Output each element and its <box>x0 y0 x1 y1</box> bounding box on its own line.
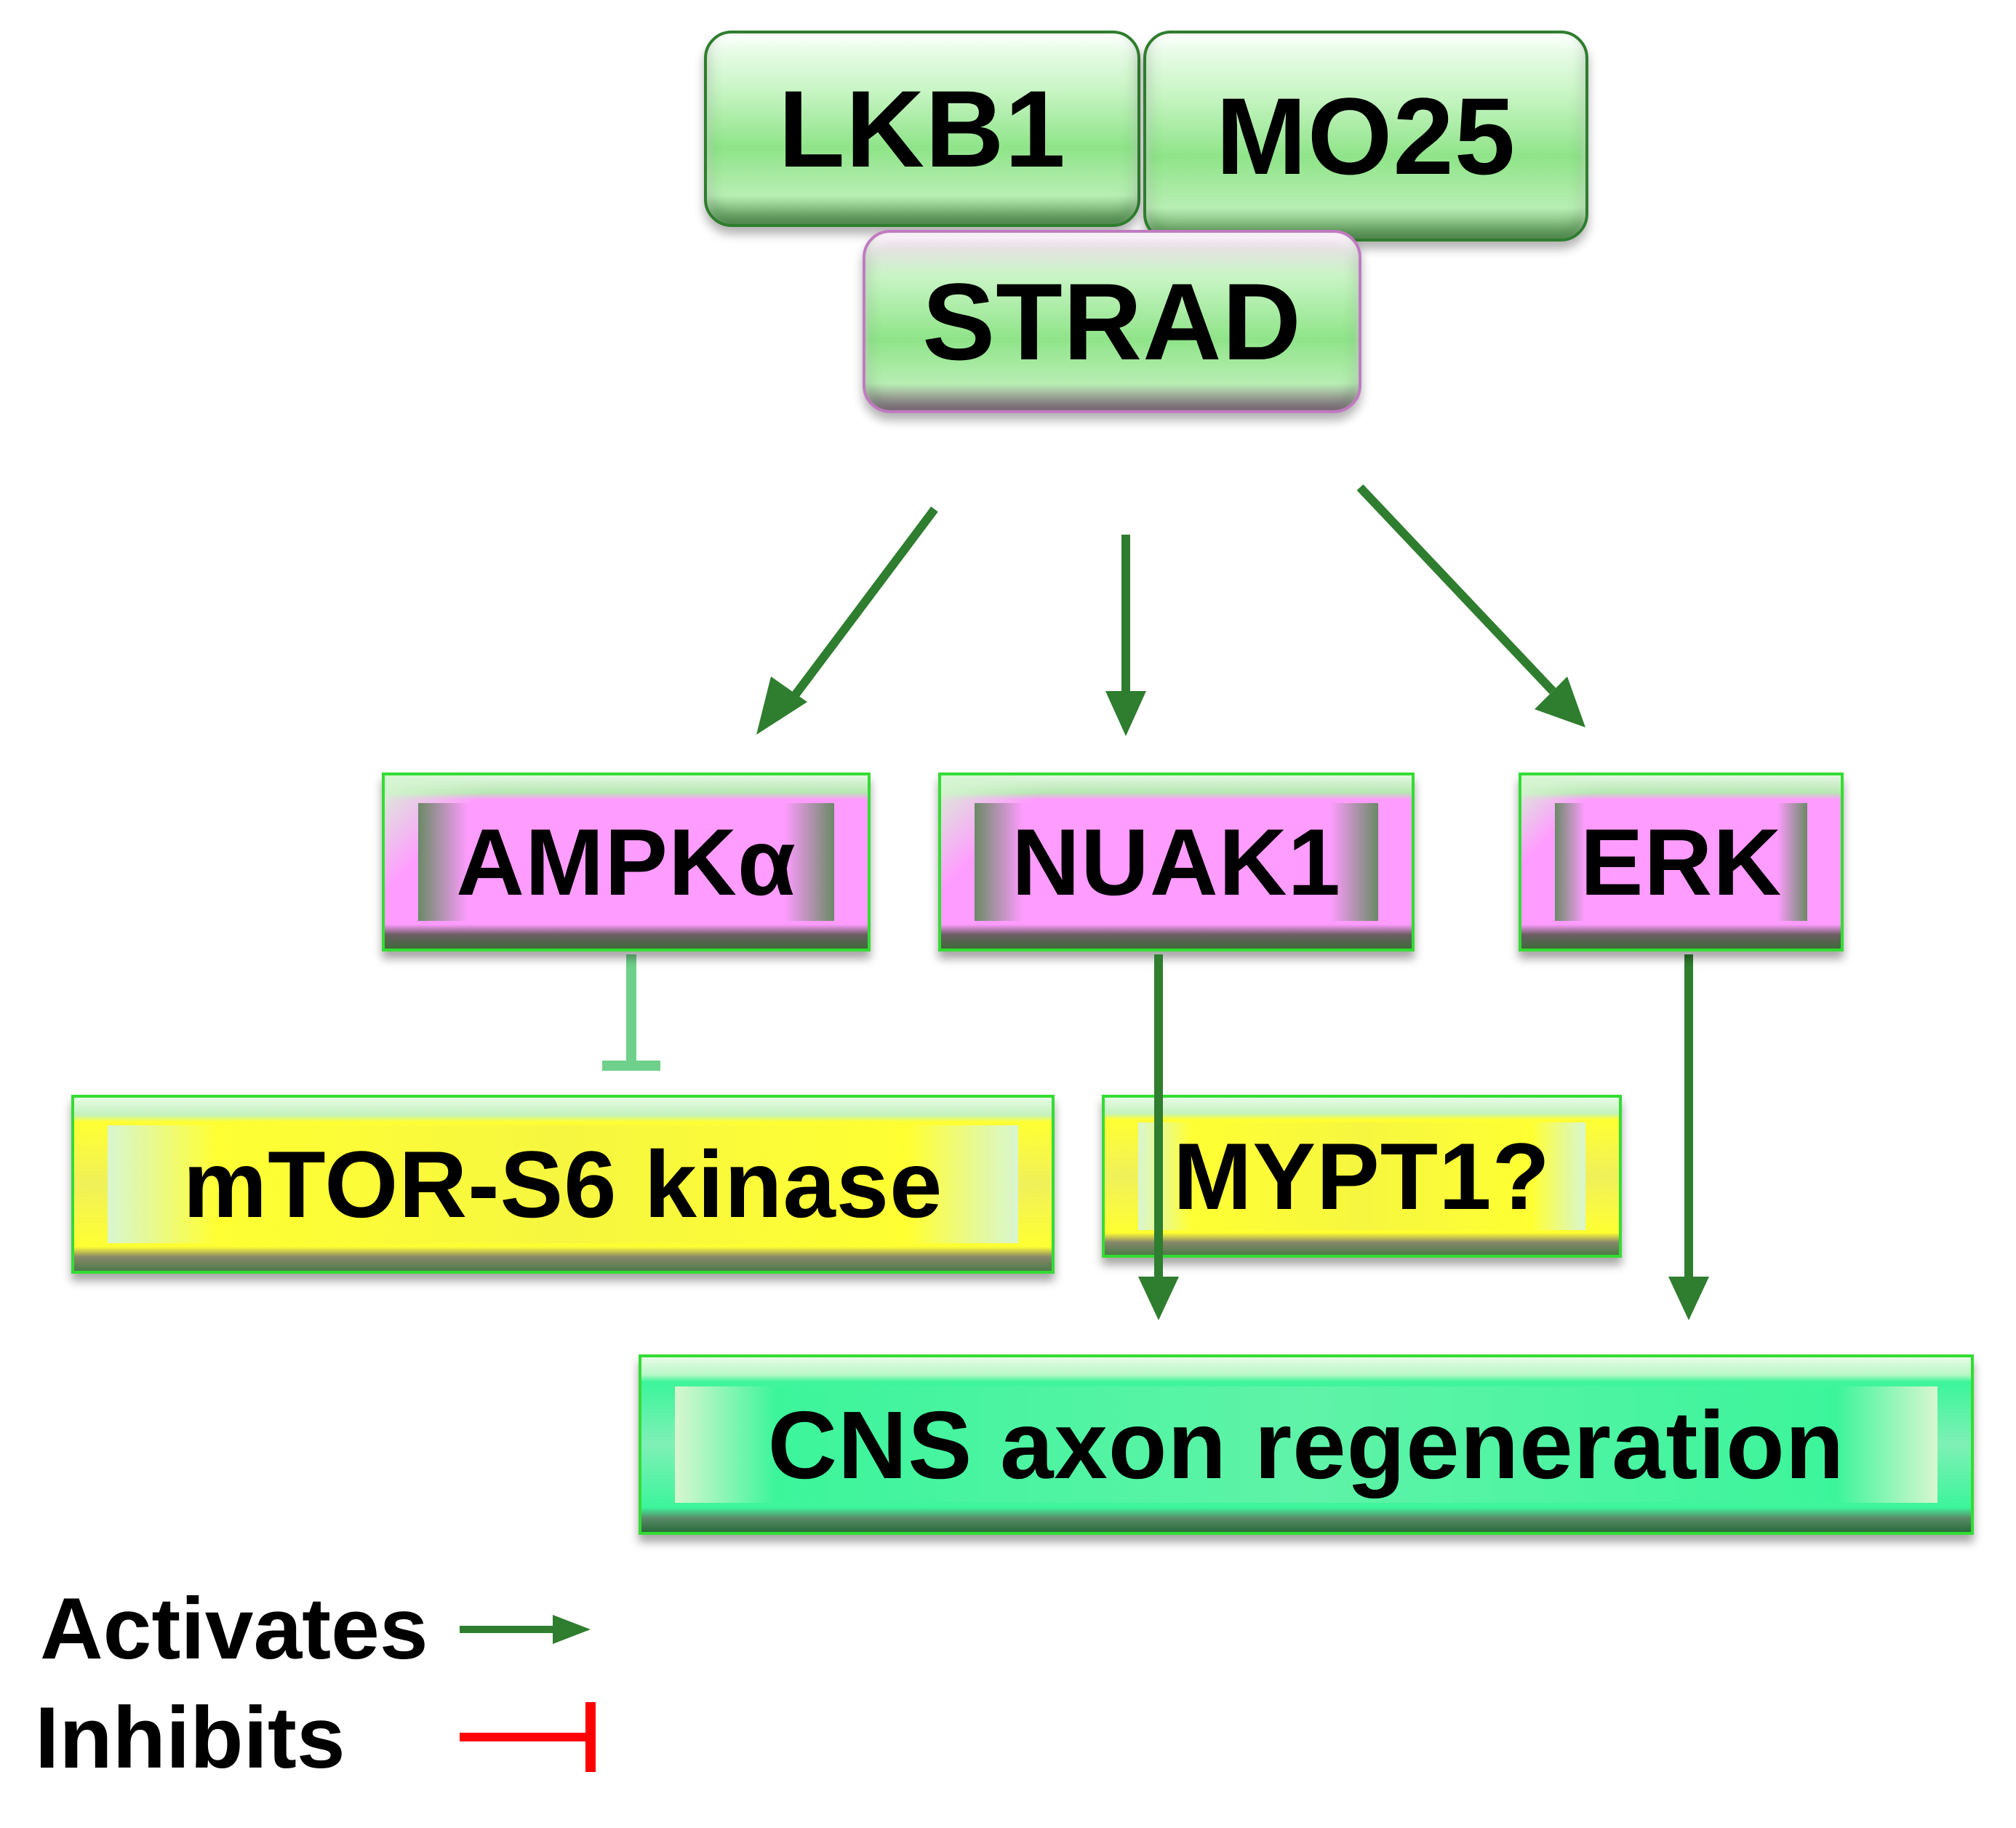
legend-activates-label: Activates <box>40 1580 428 1677</box>
node-cns-label: CNS axon regeneration <box>767 1391 1845 1498</box>
node-mo25-label: MO25 <box>1215 74 1516 197</box>
node-strad: STRAD <box>863 230 1361 413</box>
node-cns-axon-regeneration: CNS axon regeneration <box>639 1354 1974 1535</box>
node-ampk: AMPKα <box>382 773 871 951</box>
edge-nuak1-cns <box>1138 954 1179 1320</box>
node-erk: ERK <box>1519 773 1844 951</box>
node-nuak1: NUAK1 <box>938 773 1415 951</box>
node-strad-label: STRAD <box>922 260 1302 383</box>
node-mtor-s6-kinase: mTOR-S6 kinase <box>71 1095 1055 1274</box>
node-mo25: MO25 <box>1143 31 1588 242</box>
edge-strad-ampk <box>756 506 938 735</box>
node-mtor-label: mTOR-S6 kinase <box>183 1131 943 1237</box>
node-mypt1: MYPT1? <box>1102 1095 1622 1258</box>
node-erk-label: ERK <box>1580 809 1783 915</box>
legend-activates-arrow <box>460 1615 591 1644</box>
node-lkb1-label: LKB1 <box>778 67 1066 190</box>
legend-inhibits-label: Inhibits <box>35 1689 345 1787</box>
node-ampk-label: AMPKα <box>456 809 796 915</box>
node-nuak1-label: NUAK1 <box>1012 809 1341 915</box>
edge-erk-cns <box>1668 954 1709 1320</box>
node-lkb1: LKB1 <box>704 31 1140 227</box>
edge-strad-nuak1 <box>1105 535 1146 736</box>
legend-inhibits-symbol <box>460 1702 596 1772</box>
edge-strad-erk <box>1356 484 1585 727</box>
node-mypt1-label: MYPT1? <box>1173 1123 1551 1229</box>
edge-ampk-inhibits-mtor <box>602 954 660 1071</box>
